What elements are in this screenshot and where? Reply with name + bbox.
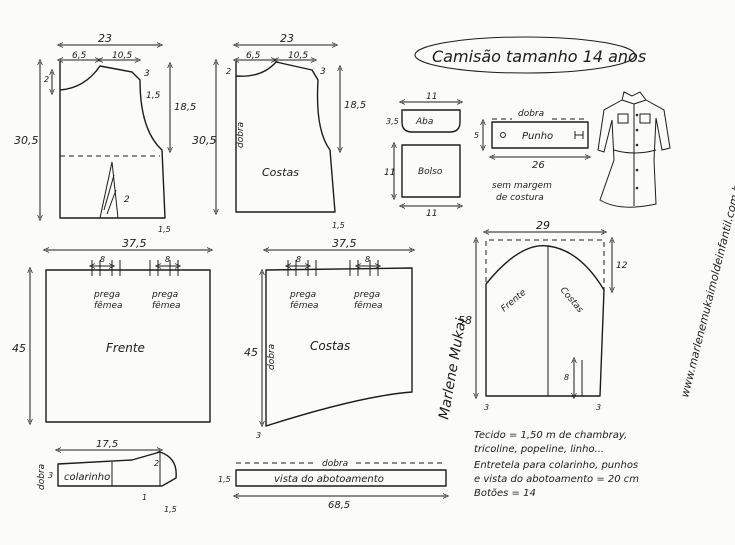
front-skirt-piece: 37,5 8 8 prega fêmea prega fêmea Frente … — [12, 237, 210, 422]
front-skirt-label: Frente — [106, 341, 145, 355]
front-skirt-height: 45 — [12, 342, 26, 355]
placket-piece: dobra vista do abotoamento 1,5 68,5 — [218, 459, 446, 511]
collar-label: colarinho — [64, 472, 110, 483]
sleeve-hem-right: 3 — [596, 403, 601, 412]
front-height: 30,5 — [14, 134, 39, 147]
back-label: Costas — [262, 166, 299, 179]
collar-tip2: 1,5 — [164, 505, 177, 514]
cuff-button-icon — [500, 132, 506, 138]
note-line1: Tecido = 1,50 m de chambray, — [474, 430, 627, 441]
back-skirt-hem: 3 — [256, 431, 261, 440]
back-skirt-pleat2b: fêmea — [354, 300, 383, 311]
front-width: 23 — [98, 32, 112, 45]
collar-small: 2 — [154, 459, 159, 468]
back-skirt-m2: 8 — [365, 255, 370, 264]
title-group: Camisão tamanho 14 anos — [414, 36, 646, 74]
placket-fold: dobra — [322, 459, 348, 469]
sleeve-width: 29 — [536, 219, 550, 232]
cuff-width: 26 — [532, 160, 545, 171]
collar-tip: 1 — [142, 493, 147, 502]
cuff-fold: dobra — [518, 109, 544, 119]
back-skirt-fold: dobra — [267, 344, 277, 370]
front-skirt-pleat2: prega — [151, 290, 178, 300]
front-w1: 6,5 — [72, 51, 87, 61]
collar-piece: 17,5 3 colarinho dobra 2 1 1,5 — [37, 439, 177, 514]
sleeve-back: Costas — [558, 286, 585, 316]
back-armhole: 18,5 — [344, 100, 366, 111]
back-skirt-pleat1b: fêmea — [290, 300, 319, 311]
back-drop: 2 — [226, 67, 231, 76]
front-shoulder-drop: 3 — [144, 69, 150, 79]
front-curve: 1,5 — [146, 91, 161, 101]
back-w2: 10,5 — [288, 51, 308, 61]
sleeve-height: 58 — [458, 314, 472, 327]
cuff-note1: sem margem — [492, 181, 552, 191]
pocket-width: 11 — [426, 209, 437, 219]
front-hem: 1,5 — [158, 225, 171, 234]
sleeve-drop: 12 — [616, 261, 628, 271]
back-skirt-pleat2: prega — [353, 290, 380, 300]
shirt-dress-sketch-icon — [597, 91, 671, 208]
pocket-height: 11 — [384, 168, 395, 178]
note-line5: Botões = 14 — [474, 488, 536, 499]
cuff-buttonhole-icon — [574, 131, 584, 139]
flap-height: 3,5 — [386, 117, 399, 126]
back-shoulder-drop: 3 — [320, 67, 326, 77]
back-skirt-width: 37,5 — [332, 237, 357, 250]
front-top-piece: 23 6,5 10,5 2 3 1,5 18,5 30,5 2 1,5 — [14, 32, 196, 234]
cuff-label: Punho — [522, 131, 553, 142]
collar-width: 17,5 — [96, 439, 118, 450]
front-w2: 10,5 — [112, 51, 132, 61]
front-skirt-pleat2b: fêmea — [152, 300, 181, 311]
placket-height: 1,5 — [218, 475, 231, 484]
placket-label: vista do abotoamento — [274, 474, 384, 485]
flap-label: Aba — [415, 117, 433, 127]
back-fold: dobra — [236, 122, 246, 148]
back-height: 30,5 — [192, 134, 217, 147]
front-skirt-pleat1: prega — [93, 290, 120, 300]
title: Camisão tamanho 14 anos — [432, 47, 646, 66]
back-skirt-label: Costas — [310, 339, 350, 353]
back-hem: 1,5 — [332, 221, 345, 230]
front-skirt-pleat1b: fêmea — [94, 300, 123, 311]
front-skirt-m2: 8 — [165, 255, 170, 264]
pocket-piece: 11 Bolso 11 — [384, 145, 460, 219]
back-w1: 6,5 — [246, 51, 261, 61]
front-dart-size: 2 — [124, 195, 130, 205]
collar-height: 3 — [48, 471, 53, 480]
front-skirt-m1: 8 — [100, 255, 105, 264]
back-top-piece: 23 6,5 10,5 2 3 18,5 30,5 dobra Costas 1… — [192, 32, 366, 230]
website: www.marlenemukaimoldeinfantil.com.br — [678, 177, 735, 398]
cuff-piece: dobra Punho 5 26 sem margem de costura — [474, 109, 588, 203]
back-skirt-pleat1: prega — [289, 290, 316, 300]
sleeve-hem-left: 3 — [484, 403, 489, 412]
front-drop: 2 — [44, 75, 49, 84]
cuff-note2: de costura — [496, 193, 544, 203]
cuff-height: 5 — [474, 131, 479, 140]
sleeve-piece: 29 12 Frente Costas 58 8 3 3 — [458, 219, 628, 412]
note-line3: Entretela para colarinho, punhos — [474, 460, 638, 471]
back-skirt-height: 45 — [244, 346, 258, 359]
pocket-label: Bolso — [418, 167, 443, 177]
back-skirt-piece: 37,5 8 8 prega fêmea prega fêmea Costas … — [244, 237, 412, 440]
collar-fold: dobra — [37, 464, 47, 490]
sleeve-slit: 8 — [564, 373, 569, 382]
front-armhole: 18,5 — [174, 102, 196, 113]
notes-block: Tecido = 1,50 m de chambray, tricoline, … — [474, 430, 639, 499]
back-skirt-m1: 8 — [296, 255, 301, 264]
sleeve-front: Frente — [500, 288, 529, 315]
placket-width: 68,5 — [328, 500, 350, 511]
front-skirt-width: 37,5 — [122, 237, 147, 250]
flap-piece: 11 3,5 Aba — [386, 92, 460, 133]
front-dart — [99, 161, 119, 219]
signature: Marlene Mukai — [436, 317, 470, 421]
note-line4: e vista do abotoamento = 20 cm — [474, 474, 639, 485]
back-width: 23 — [280, 32, 294, 45]
flap-width: 11 — [426, 92, 437, 102]
note-line2: tricoline, popeline, linho... — [474, 444, 604, 455]
